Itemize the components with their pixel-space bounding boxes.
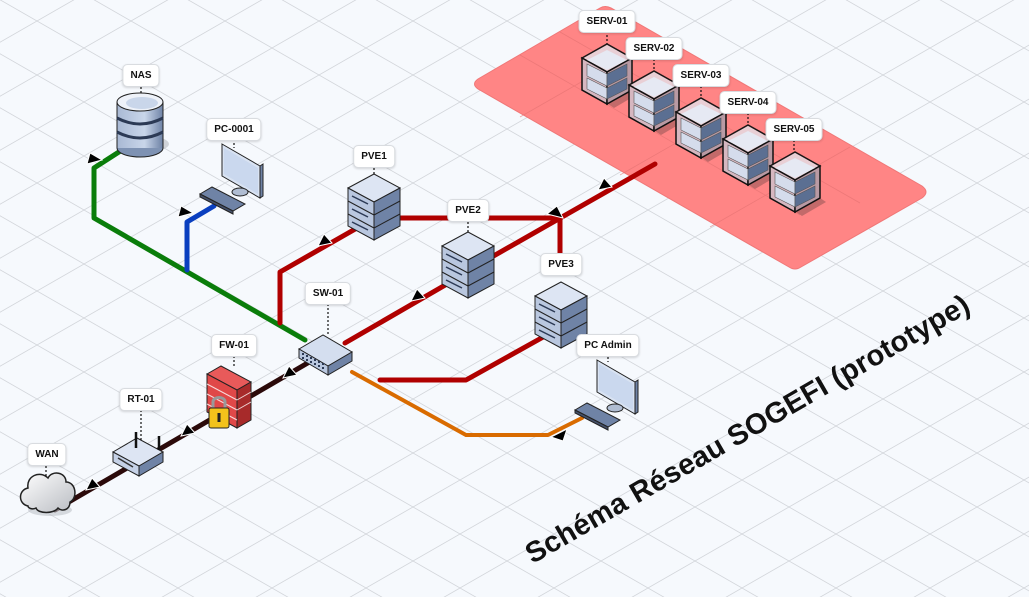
workstation-icon[interactable]: [198, 143, 264, 215]
router-icon[interactable]: [111, 432, 165, 477]
arrow-icon: [549, 428, 568, 442]
arrow-icon: [282, 365, 298, 379]
virtual-server-icon[interactable]: [721, 124, 779, 189]
arrow-icon: [410, 288, 426, 302]
arrow-icon: [545, 205, 564, 219]
virtual-server-icon[interactable]: [580, 43, 638, 108]
node-label-pve1: PVE1: [353, 145, 395, 168]
lock-icon: [208, 396, 230, 429]
link-sw01-pcadmin[interactable]: [350, 370, 584, 437]
server-icon[interactable]: [346, 173, 402, 241]
arrow-icon: [317, 233, 333, 247]
link-sw01-nas[interactable]: [91, 147, 308, 343]
server-icon[interactable]: [533, 281, 589, 349]
arrow-icon: [180, 423, 196, 437]
node-label-serv01: SERV-01: [578, 10, 636, 33]
node-label-pve3: PVE3: [540, 253, 582, 276]
firewall-icon[interactable]: [205, 365, 253, 429]
arrow-icon: [85, 477, 101, 491]
node-label-fw01: FW-01: [211, 334, 257, 357]
server-icon[interactable]: [440, 231, 496, 299]
node-label-sw01: SW-01: [304, 282, 352, 305]
link-sw01-pve3[interactable]: [377, 333, 548, 383]
virtual-server-icon[interactable]: [768, 151, 826, 216]
switch-icon[interactable]: [298, 334, 353, 376]
node-label-nas: NAS: [122, 64, 160, 87]
cloud-icon[interactable]: [19, 472, 76, 516]
virtual-server-icon[interactable]: [627, 70, 685, 135]
storage-icon[interactable]: [116, 92, 169, 158]
arrow-icon: [86, 152, 104, 165]
node-label-wan: WAN: [27, 443, 67, 466]
node-label-pc0001: PC-0001: [206, 118, 262, 141]
node-label-serv05: SERV-05: [765, 118, 823, 141]
node-label-serv02: SERV-02: [625, 37, 683, 60]
node-label-pcadmin: PC Admin: [576, 334, 640, 357]
node-label-pve2: PVE2: [447, 199, 489, 222]
virtual-server-icon[interactable]: [674, 97, 732, 162]
link-sw01-pve2[interactable]: [342, 281, 450, 346]
link-sw01-pc0001[interactable]: [184, 203, 217, 273]
link-pve2-zone[interactable]: [487, 161, 658, 261]
workstation-icon[interactable]: [573, 359, 639, 431]
arrow-icon: [597, 177, 613, 191]
node-label-rt01: RT-01: [119, 388, 163, 411]
node-label-serv03: SERV-03: [672, 64, 730, 87]
arrow-icon: [177, 205, 195, 218]
node-label-serv04: SERV-04: [719, 91, 777, 114]
